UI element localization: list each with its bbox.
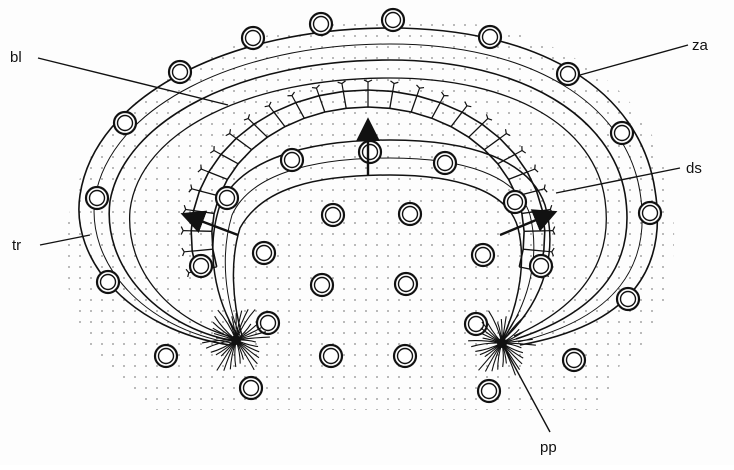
label-bl: bl — [10, 49, 22, 66]
lattice-spike-fork — [420, 88, 424, 89]
lattice-spike — [544, 251, 552, 252]
fibre-burst-center — [497, 338, 507, 348]
lattice-spike-fork — [467, 106, 471, 107]
label-pp: pp — [540, 439, 557, 456]
lattice-spike-fork — [312, 88, 316, 89]
label-za: za — [692, 37, 709, 54]
label-tr: tr — [12, 237, 21, 254]
leader-line-za — [580, 45, 688, 75]
lattice-spike-fork — [506, 129, 507, 133]
lattice-spike-fork — [230, 129, 231, 133]
label-ds: ds — [686, 160, 702, 177]
lattice-spike — [184, 251, 192, 252]
lattice-spike-fork — [265, 106, 269, 107]
fibre-burst-center — [231, 335, 241, 345]
